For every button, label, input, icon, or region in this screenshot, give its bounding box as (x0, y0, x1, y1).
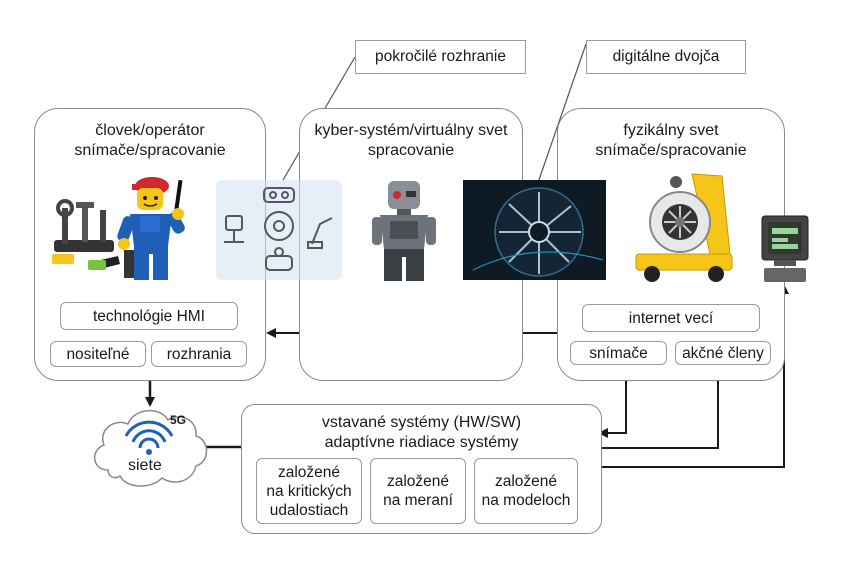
wifi-icon (124, 420, 174, 449)
callout-digital-twin-text: digitálne dvojča (612, 48, 720, 65)
terminal-computer-icon (761, 215, 809, 282)
hmi-technologies-box: technológie HMI (60, 302, 238, 330)
measurement-based-l1: založené (386, 473, 450, 490)
digital-twin-turbine (463, 180, 606, 280)
human-panel-title-1: človek/operátor (95, 122, 205, 139)
arrow-embedded-to-actuators (600, 366, 723, 449)
model-based-l1: založené (494, 473, 558, 490)
touch-icon (265, 247, 293, 271)
interfaces-box: rozhrania (151, 341, 247, 367)
lego-turbine-model (635, 173, 733, 282)
lego-robot-figure (372, 181, 436, 281)
model-based-l2: na modeloch (481, 492, 571, 509)
gear-icon (264, 211, 294, 241)
embedded-title-1: vstavané systémy (HW/SW) (321, 414, 522, 431)
event-based-l3: udalostiach (269, 501, 349, 519)
lego-worker-figure (117, 177, 185, 280)
model-based-box: založené na modeloch (474, 458, 578, 524)
embedded-title-2: adaptívne riadiace systémy (324, 434, 519, 451)
actuators-box: akčné členy (675, 341, 771, 365)
wearables-box: nositeľné (50, 341, 146, 367)
arrow-sensors-to-embedded (598, 364, 627, 438)
cyber-panel-title-2: spracovanie (367, 142, 455, 159)
callout-digital-twin: digitálne dvojča (586, 40, 746, 74)
human-panel-title-2: snímače/spracovanie (74, 142, 226, 159)
robot-arm-icon (307, 217, 333, 249)
iot-label: internet vecí (628, 309, 714, 327)
network-label: siete (128, 457, 162, 474)
event-based-l1: založené (277, 463, 341, 481)
actuators-label: akčné členy (682, 344, 764, 362)
interface-icons-panel (216, 180, 342, 280)
iot-box: internet vecí (582, 304, 760, 332)
measurement-based-box: založené na meraní (370, 458, 466, 524)
5g-badge: 5G (170, 413, 187, 427)
vr-goggles-icon (263, 187, 295, 203)
physical-panel-title-1: fyzikálny svet (623, 122, 719, 139)
measurement-based-l2: na meraní (383, 492, 453, 509)
sensors-label: snímače (589, 344, 648, 362)
physical-panel-title-2: snímače/spracovanie (595, 142, 747, 159)
interfaces-label: rozhrania (166, 345, 232, 363)
robot-left-icon (224, 215, 244, 243)
hmi-label: technológie HMI (92, 307, 205, 325)
tools-icon (52, 199, 120, 270)
cyber-panel-title-1: kyber-systém/virtuálny svet (314, 122, 508, 139)
sensors-box: snímače (570, 341, 667, 365)
event-based-l2: na kritických (266, 482, 352, 500)
callout-advanced-interfaces: pokročilé rozhranie (355, 40, 526, 74)
wearables-label: nositeľné (66, 345, 130, 363)
callout-advanced-interfaces-text: pokročilé rozhranie (375, 48, 506, 65)
event-based-box: založené na kritických udalostiach (256, 458, 362, 524)
network-cloud (94, 410, 208, 487)
